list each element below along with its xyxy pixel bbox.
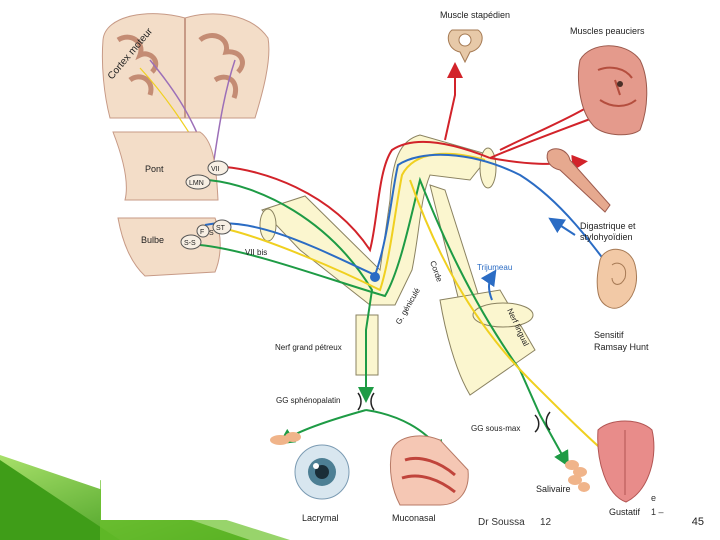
lacrymal-label: Lacrymal [302,513,339,523]
gg-sous-max-label: GG sous-max [471,424,520,433]
gg-sphenopalatin-ganglion [357,392,375,411]
muconasal-label: Muconasal [392,513,436,523]
lacrimal-gland-illustration [270,432,301,445]
vii-bis-label: VII bis [245,248,267,257]
nasal-illustration [389,435,469,506]
stapedius-illustration [447,29,483,64]
footer-author: Dr Soussa [478,517,525,528]
trijumeau-label: Trijumeau [477,263,512,272]
page-number: 45 [691,516,704,528]
salivaire-label: Salivaire [536,484,571,494]
pont-label: Pont [145,164,164,174]
footer-edge-e: e [651,493,657,503]
digastrique-label-1: Digastrique et [580,221,636,231]
tongue-illustration [597,420,655,503]
gustatif-label: Gustatif [609,507,641,517]
bulbe-label: Bulbe [141,235,164,245]
svg-text:S-S: S-S [184,240,196,247]
svg-text:ST: ST [216,225,226,232]
sensitif-label-1: Sensitif [594,330,624,340]
eye-illustration [294,444,350,500]
muscles-peauciers-label: Muscles peauciers [570,26,645,36]
brain-section [101,13,270,161]
nucleus-lmn: LMN [185,174,211,190]
sensitif-label-2: Ramsay Hunt [594,342,649,352]
pons-shape [112,131,219,201]
svg-text:F: F [200,229,204,236]
salivary-gland-illustration [565,460,590,492]
nucleus-ss: S-S [180,234,202,250]
face-muscles-illustration [578,45,648,136]
nucleus-vii: VII [207,160,229,176]
nucleus-s-label: S [209,230,214,237]
svg-text:VII: VII [211,166,220,173]
nucleus-f: F [196,224,210,238]
nucleus-st: ST [212,219,232,235]
ear-illustration [596,248,637,309]
sensory-pathway [204,153,631,301]
digastrique-label-2: stylohyoïdien [580,232,633,242]
footer-code: 12 [540,517,552,528]
digastric-illustration [546,148,611,213]
muscle-stapedien-label: Muscle stapédien [440,10,510,20]
nerf-grand-petreux-label: Nerf grand pétreux [275,343,342,352]
gg-sous-max-ganglion [534,411,551,433]
gg-sphenopalatin-label: GG sphénopalatin [276,396,341,405]
svg-text:LMN: LMN [189,180,204,187]
footer-edge-1: 1 – [651,507,664,517]
